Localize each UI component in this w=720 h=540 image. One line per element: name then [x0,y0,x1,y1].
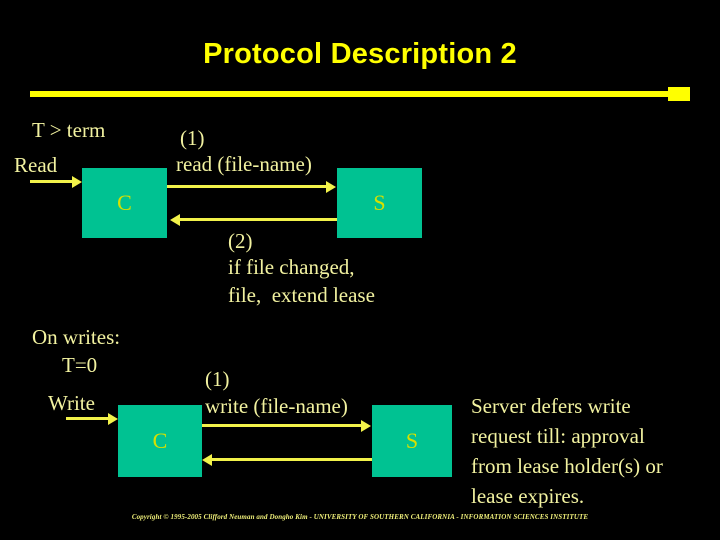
write-request-arrow-line [202,424,362,427]
page-title: Protocol Description 2 [203,38,517,70]
write-response-arrow-head-icon [202,454,212,466]
copyright-footer: Copyright © 1995-2005 Clifford Neuman an… [131,513,589,521]
read-request-arrow-line [167,185,327,188]
write-request-step-label: (1) [205,367,230,391]
read-condition-label: T > term [32,118,106,142]
write-server-node-label: S [405,428,419,453]
write-server-node[interactable]: S [372,405,452,477]
read-client-node-label: C [117,190,132,215]
read-trigger-label: Read [14,153,58,177]
read-response-line2-label: file, extend lease [228,283,375,307]
title-divider-end-square [668,87,690,101]
write-note-line3: from lease holder(s) or [471,454,663,478]
write-request-text-label: write (file-name) [205,394,348,418]
write-trigger-arrow-head-icon [108,413,118,425]
read-request-step-label: (1) [180,126,205,150]
read-server-node[interactable]: S [337,168,422,238]
write-client-node-label: C [152,428,168,453]
read-response-line1-label: if file changed, [228,255,355,279]
read-response-step-label: (2) [228,229,253,253]
write-trigger-arrow-line [66,417,110,420]
read-response-arrow-head-icon [170,214,180,226]
title-divider-line [30,91,670,97]
write-section-heading: On writes: [32,325,121,349]
write-note-line1: Server defers write [471,394,631,418]
write-request-arrow-head-icon [361,420,371,432]
read-request-text-label: read (file-name) [176,152,312,176]
read-response-arrow-line [180,218,337,221]
read-client-node[interactable]: C [82,168,167,238]
write-response-arrow-line [212,458,372,461]
read-request-arrow-head-icon [326,181,336,193]
write-client-node[interactable]: C [118,405,202,477]
read-trigger-arrow-head-icon [72,176,82,188]
write-note-line4: lease expires. [471,484,585,508]
read-server-node-label: S [373,190,386,215]
write-note-line2: request till: approval [471,424,645,448]
write-trigger-label: Write [48,391,95,415]
write-condition-label: T=0 [62,353,98,377]
read-trigger-arrow-line [30,180,74,183]
